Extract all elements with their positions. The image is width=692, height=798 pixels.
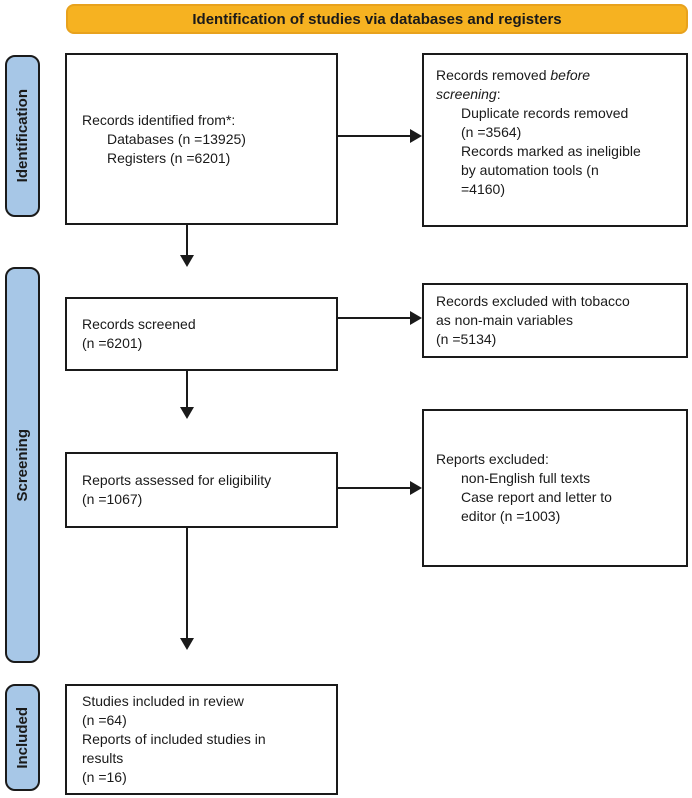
arrowhead-down-icon [180,255,194,267]
text-segment: Reports assessed for eligibility [82,472,272,488]
text-segment: non-English full texts [461,470,591,486]
text-segment: Registers (n =6201) [107,149,231,166]
text-segment: Records marked as ineligible [461,143,641,159]
text-segment: screening [436,86,497,102]
text-segment: (n =3564) [461,124,522,140]
arrowhead-right-icon [410,129,422,143]
box-reports-assessed: Reports assessed for eligibility (n =1067… [65,452,338,528]
stage-bar-screening-label: Screening [14,428,31,502]
arrow-assessed-to-included [180,528,194,650]
text-segment: Records screened [82,316,196,332]
arrow-identified-to-screened [180,225,194,267]
box-records-removed-before-screening: Records removed before screening: Duplicat… [422,53,688,227]
text-segment: (n =64) [82,712,127,728]
text-segment: =4160) [461,181,505,197]
text-segment: Reports of included studies in [82,731,266,747]
text-segment: Databases (n =13925) [107,130,246,147]
stage-bar-screening: Screening [5,267,40,663]
arrowhead-down-icon [180,407,194,419]
header-banner: Identification of studies via databases … [66,4,688,34]
arrow-assessed-to-reports-excluded [337,481,422,495]
arrow-shaft [337,317,412,319]
text-segment: Records excluded with tobacco [436,293,630,309]
arrow-screened-to-assessed [180,371,194,419]
text-segment: editor (n =1003) [461,508,561,524]
text-segment: before [550,67,591,83]
text-segment: Records removed [436,67,551,83]
text-segment: (n =1067) [82,491,143,507]
text-segment: Case report and letter to [461,489,612,505]
box-records-identified: Records identified from*: Databases (n =1… [65,53,338,225]
arrow-shaft [186,225,188,257]
text-segment: : [496,86,501,102]
arrow-identified-to-removed [337,129,422,143]
arrow-shaft [186,528,188,640]
text-segment: by automation tools (n [461,162,599,178]
header-banner-label: Identification of studies via databases … [192,10,562,28]
text-segment: Duplicate records removed [461,105,629,121]
arrow-shaft [337,487,412,489]
stage-bar-included: Included [5,684,40,791]
box-studies-included: Studies included in review (n =64) Reports… [65,684,338,795]
text-segment: Records identified from*: [82,111,236,128]
arrow-shaft [337,135,412,137]
stage-bar-identification-label: Identification [14,89,31,183]
arrow-screened-to-excluded [337,311,422,325]
text-segment: Studies included in review [82,693,244,709]
text-segment: Reports excluded: [436,451,549,467]
stage-bar-identification: Identification [5,55,40,217]
text-segment: as non-main variables [436,312,573,328]
text-segment: (n =6201) [82,335,143,351]
arrowhead-right-icon [410,481,422,495]
arrowhead-right-icon [410,311,422,325]
stage-bar-included-label: Included [14,706,31,769]
box-records-excluded-tobacco: Records excluded with tobacco as non-main… [422,283,688,358]
text-segment: (n =16) [82,769,127,785]
arrowhead-down-icon [180,638,194,650]
text-segment: (n =5134) [436,331,497,347]
box-records-screened: Records screened (n =6201) [65,297,338,371]
arrow-shaft [186,371,188,409]
text-segment: results [82,750,124,766]
